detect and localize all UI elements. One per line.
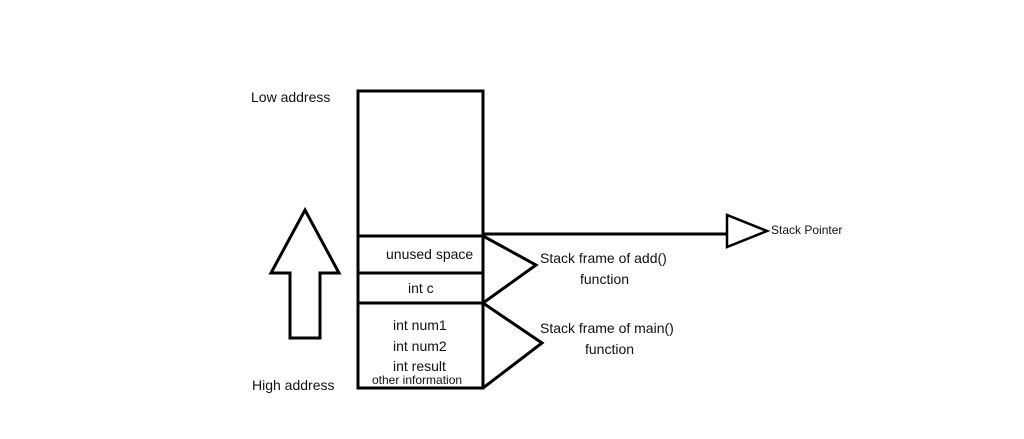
stack-pointer-label: Stack Pointer bbox=[771, 223, 843, 237]
stack-frame-main-label-line1: Stack frame of main() bbox=[540, 320, 674, 336]
stack-frame-main-label-line2: function bbox=[585, 341, 635, 357]
int-result-label: int result bbox=[393, 358, 446, 374]
low-address-label: Low address bbox=[251, 89, 331, 105]
int-num2-label: int num2 bbox=[393, 338, 447, 354]
int-c-label: int c bbox=[408, 280, 434, 296]
up-arrow-icon bbox=[268, 206, 342, 340]
int-num1-label: int num1 bbox=[393, 317, 447, 333]
unused-space-label: unused space bbox=[386, 246, 474, 262]
stack-frame-add-label-line1: Stack frame of add() bbox=[540, 250, 667, 266]
stack-pointer-arrowhead-icon bbox=[725, 213, 771, 249]
stack-frame-add-label-line2: function bbox=[580, 271, 630, 287]
high-address-label: High address bbox=[252, 377, 335, 393]
add-frame-brace bbox=[482, 234, 539, 305]
stack-column bbox=[356, 89, 485, 390]
main-frame-brace bbox=[482, 301, 545, 390]
other-information-label: other information bbox=[372, 373, 463, 387]
